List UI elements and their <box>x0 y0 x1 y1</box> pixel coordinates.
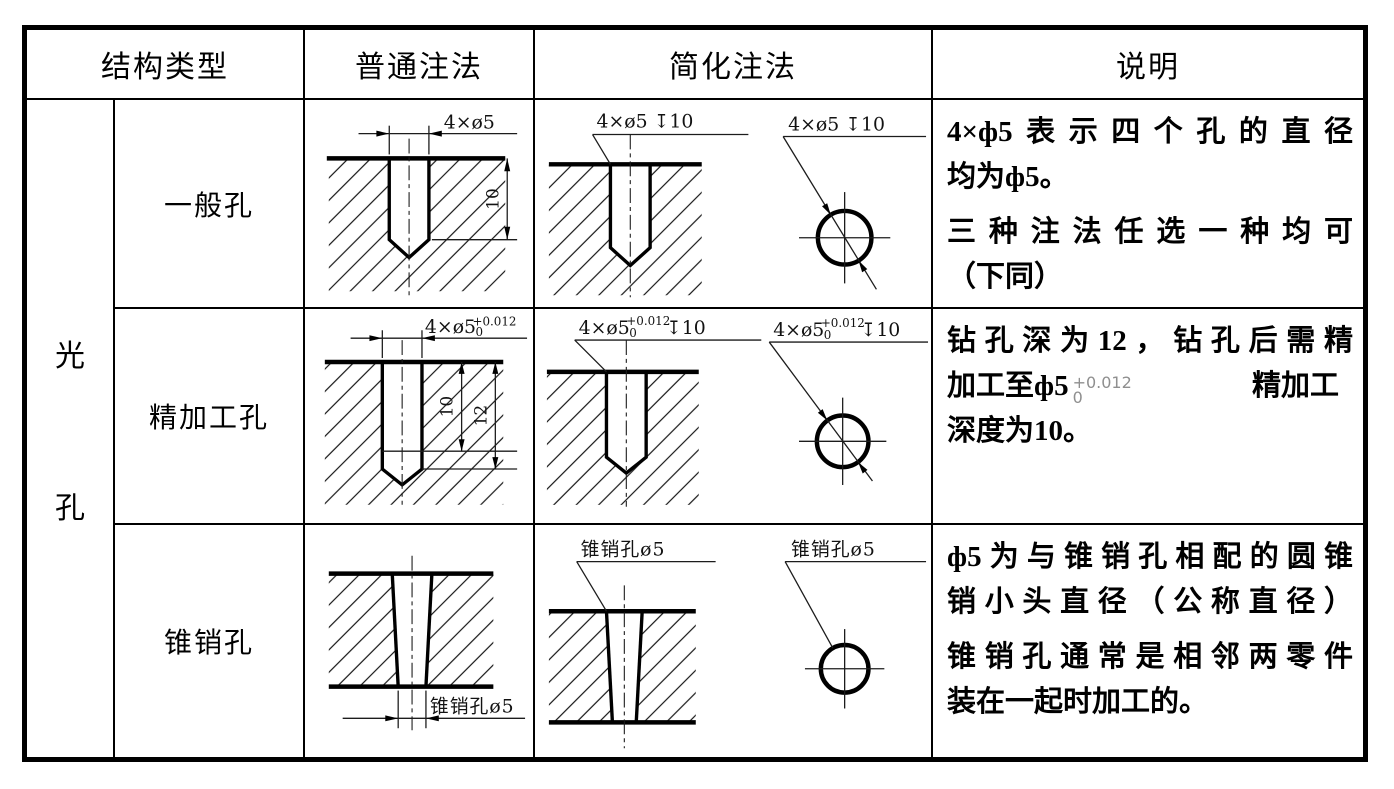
tolerance-upper: +0.012 <box>1072 372 1132 392</box>
tolerance-upper: +0.012 <box>473 314 517 328</box>
top-tol-upper: +0.012 <box>821 316 865 330</box>
top-tol-lower: 0 <box>824 328 832 342</box>
explanation-line: 深度为10。 <box>947 415 1093 447</box>
finished-hole-section-drawing: 4×ø5 +0.012 0 10 12 <box>324 314 528 505</box>
type-general-hole: 一般孔 <box>115 100 305 309</box>
header-ordinary-notation-label: 普通注法 <box>355 51 483 84</box>
leader-line <box>576 561 608 612</box>
section-label: 4×ø5 ↧10 <box>597 112 694 133</box>
section-view: 4×ø5 ↧10 <box>548 112 749 298</box>
dim-count-dia-label: 4×ø5 <box>444 113 495 134</box>
leader-line <box>784 561 834 649</box>
explanation-line: （下同） <box>947 261 1064 293</box>
section-label-base: 4×ø5 <box>579 318 630 339</box>
taper-pin-hole-simplified-drawing: 锥销孔ø5 锥销孔ø5 <box>548 539 927 749</box>
leader-line <box>592 134 611 165</box>
diameter-dimension: 4×ø5 <box>358 113 518 155</box>
type-taper-pin-hole: 锥销孔 <box>115 525 305 757</box>
explanation-line: 装在一起时加工的。 <box>947 686 1209 718</box>
top-view: 锥销孔ø5 <box>784 539 927 709</box>
section-tol-upper: +0.012 <box>626 314 670 328</box>
taper-pin-hole-section-drawing: 锥销孔ø5 <box>328 555 526 731</box>
header-simplified-notation: 简化注法 <box>535 30 933 100</box>
dim-depth-drill-label: 12 <box>470 405 490 426</box>
type-general-hole-label: 一般孔 <box>163 190 254 222</box>
header-structure-type-label: 结构类型 <box>101 51 229 84</box>
taper-right-edge <box>424 573 434 687</box>
explanation-line: 均为ф5。 <box>947 161 1069 193</box>
top-depth: ↧10 <box>861 320 901 341</box>
top-label: 锥销孔ø5 <box>791 539 876 561</box>
section-view: 4×ø5 +0.012 0 ↧10 <box>546 314 762 507</box>
explanation-line: 锥销孔通常是相邻两零件 <box>947 641 1353 673</box>
type-finished-hole: 精加工孔 <box>115 309 305 525</box>
explanation-line: 4×ф5表示四个孔的直径 <box>947 116 1353 148</box>
section-label: 锥销孔ø5 <box>581 539 666 561</box>
hatch-area <box>328 158 506 292</box>
header-description-label: 说明 <box>1116 51 1180 84</box>
tolerance-stack: +0.012 0 <box>1072 372 1132 407</box>
top-view: 4×ø5 +0.012 0 ↧10 <box>768 316 929 485</box>
drawing-r1-ordinary: 4×ø5 10 <box>305 100 535 309</box>
category-plain-hole: 光 孔 <box>27 100 115 757</box>
header-ordinary-notation: 普通注法 <box>305 30 535 100</box>
drawing-r1-simplified: 4×ø5 ↧10 4×ø5 ↧10 <box>535 100 933 309</box>
hole-interior <box>389 158 429 258</box>
explanation-line: 销小头直径（公称直径） <box>947 586 1353 618</box>
general-hole-simplified-drawing: 4×ø5 ↧10 4×ø5 ↧10 <box>548 112 927 298</box>
explanation-r2: 钻孔深为12，钻孔后需精 加工至ф5 +0.012 0 精加工 深度为10。 <box>933 309 1363 525</box>
leader-line <box>574 339 607 373</box>
category-char-2: 孔 <box>55 491 85 525</box>
drawing-r3-simplified: 锥销孔ø5 锥销孔ø5 <box>535 525 933 757</box>
drawing-r2-simplified: 4×ø5 +0.012 0 ↧10 4×ø5 +0.012 0 ↧10 <box>535 309 933 525</box>
explanation-segment: 精加工 <box>1251 370 1339 402</box>
type-finished-hole-label: 精加工孔 <box>148 403 269 434</box>
drawing-r3-ordinary: 锥销孔ø5 <box>305 525 535 757</box>
diameter-dimension: 锥销孔ø5 <box>342 690 526 729</box>
explanation-r3: ф5为与锥销孔相配的圆锥 销小头直径（公称直径） 锥销孔通常是相邻两零件 装在一… <box>933 525 1363 757</box>
section-view: 锥销孔ø5 <box>548 539 716 749</box>
fine-depth-dimension: 10 <box>437 361 465 452</box>
section-tol-lower: 0 <box>629 326 637 340</box>
drill-depth-dimension: 12 <box>470 361 499 470</box>
top-label: 4×ø5 ↧10 <box>788 115 885 136</box>
explanation-segment: 加工至ф5 <box>947 370 1069 402</box>
general-hole-section-drawing: 4×ø5 10 <box>326 113 518 298</box>
top-view: 4×ø5 ↧10 <box>782 115 927 290</box>
dim-depth-fine-label: 10 <box>437 396 457 417</box>
top-label-base: 4×ø5 <box>773 320 824 341</box>
dim-count-dia-label: 4×ø5 <box>425 317 476 338</box>
tolerance-lower: 0 <box>476 325 484 339</box>
section-depth: ↧10 <box>666 318 706 339</box>
diameter-dimension: 4×ø5 +0.012 0 <box>350 314 528 359</box>
explanation-line: 钻孔深为12，钻孔后需精 <box>947 325 1353 357</box>
dim-depth-label: 10 <box>482 188 502 209</box>
explanation-line: 加工至ф5 +0.012 0 精加工 <box>947 364 1353 409</box>
category-char-1: 光 <box>55 339 85 373</box>
finished-hole-simplified-drawing: 4×ø5 +0.012 0 ↧10 4×ø5 +0.012 0 ↧10 <box>546 314 929 507</box>
header-simplified-notation-label: 简化注法 <box>669 51 797 84</box>
explanation-line: 三种注法任选一种均可 <box>947 216 1353 248</box>
explanation-line: ф5为与锥销孔相配的圆锥 <box>947 541 1353 573</box>
explanation-r1: 4×ф5表示四个孔的直径 均为ф5。 三种注法任选一种均可 （下同） <box>933 100 1363 309</box>
header-description: 说明 <box>933 30 1363 100</box>
drawing-r2-ordinary: 4×ø5 +0.012 0 10 12 <box>305 309 535 525</box>
depth-dimension: 10 <box>431 158 518 241</box>
tolerance-lower: 0 <box>1072 387 1083 407</box>
header-structure-type: 结构类型 <box>27 30 305 100</box>
taper-pin-label: 锥销孔ø5 <box>430 695 515 717</box>
taper-left-edge <box>390 573 400 687</box>
hole-notation-table: 结构类型 普通注法 简化注法 说明 光 孔 一般孔 <box>22 25 1368 762</box>
type-taper-pin-hole-label: 锥销孔 <box>163 628 254 659</box>
